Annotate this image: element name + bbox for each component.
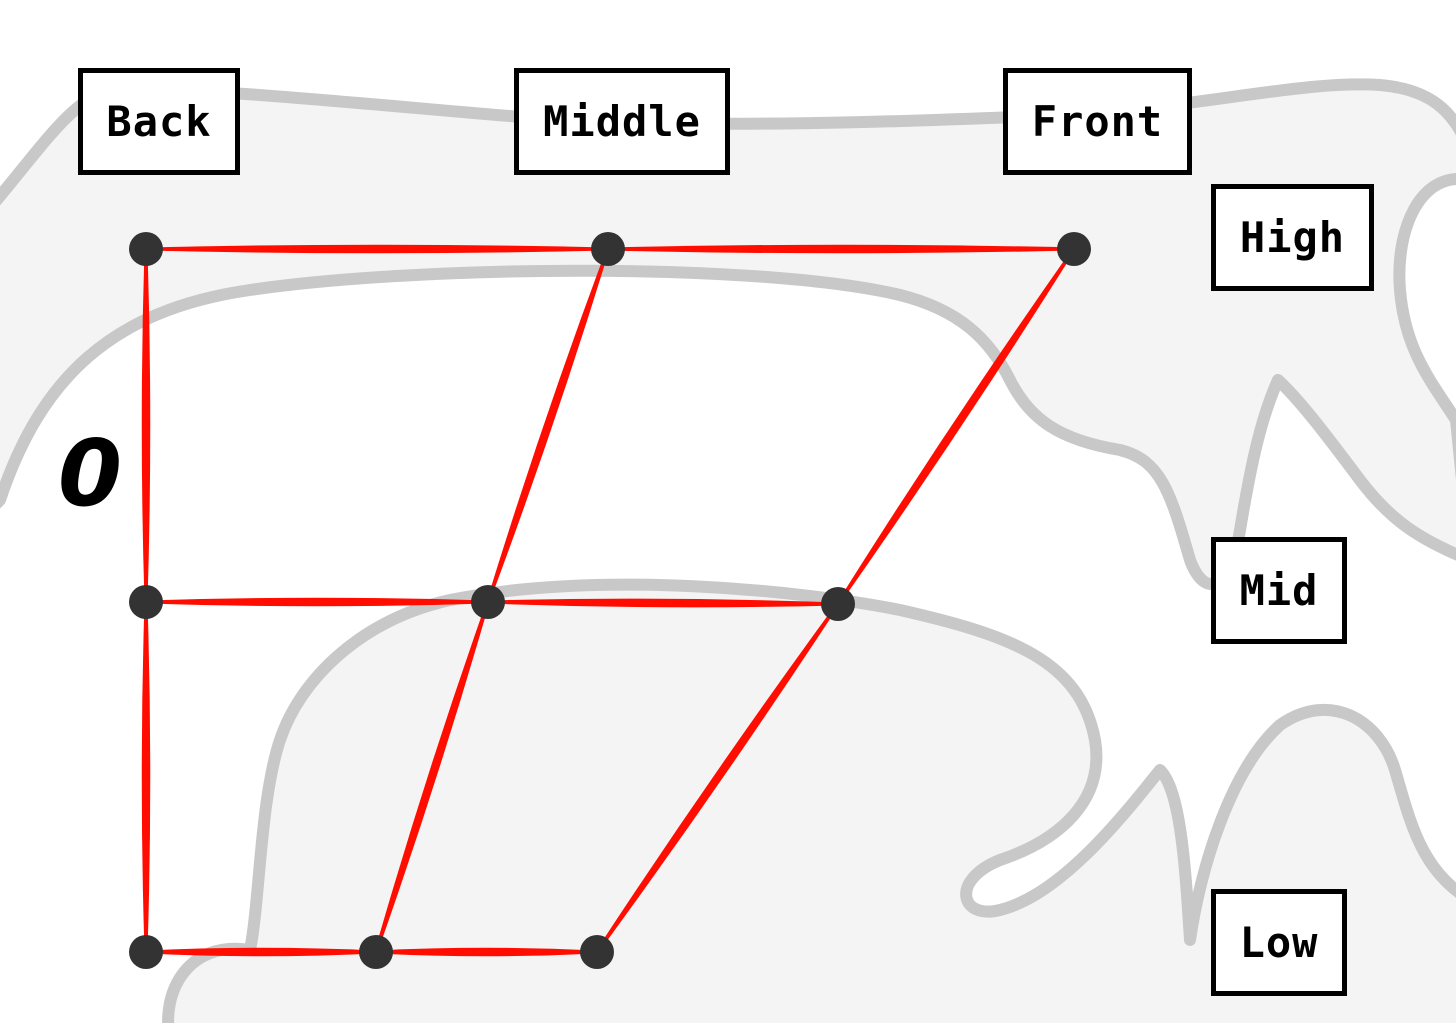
edge-middle-mid-to-front-mid [487,598,839,608]
background-blob [162,578,1456,1023]
row-label-high: High [1211,184,1374,291]
edge-back-mid-to-back-low [141,602,151,952]
edge-back-high-to-middle-high [146,244,608,254]
row-label-mid: Mid [1211,537,1347,644]
edge-middle-low-to-front-low [376,947,597,957]
edge-front-high-to-front-mid [836,248,1076,605]
edge-middle-mid-to-middle-low [374,601,490,953]
node-middle-high [591,232,625,266]
node-back-low [129,935,163,969]
row-label-low: Low [1211,889,1347,996]
column-label-front: Front [1003,68,1192,175]
edge-back-high-to-back-mid [141,249,151,602]
edge-middle-high-to-middle-mid [486,248,610,603]
node-front-mid [821,587,855,621]
column-label-middle: Middle [514,68,730,175]
node-front-high [1057,232,1091,266]
edge-back-mid-to-middle-mid [146,597,488,607]
node-back-mid [129,585,163,619]
node-front-low [580,935,614,969]
zero-mark: 0 [58,420,123,527]
node-middle-mid [471,585,505,619]
node-back-high [129,232,163,266]
edge-middle-high-to-front-high [608,244,1074,254]
edge-front-mid-to-front-low [595,603,840,953]
edge-back-low-to-middle-low [146,947,376,957]
node-middle-low [359,935,393,969]
column-label-back: Back [78,68,240,175]
